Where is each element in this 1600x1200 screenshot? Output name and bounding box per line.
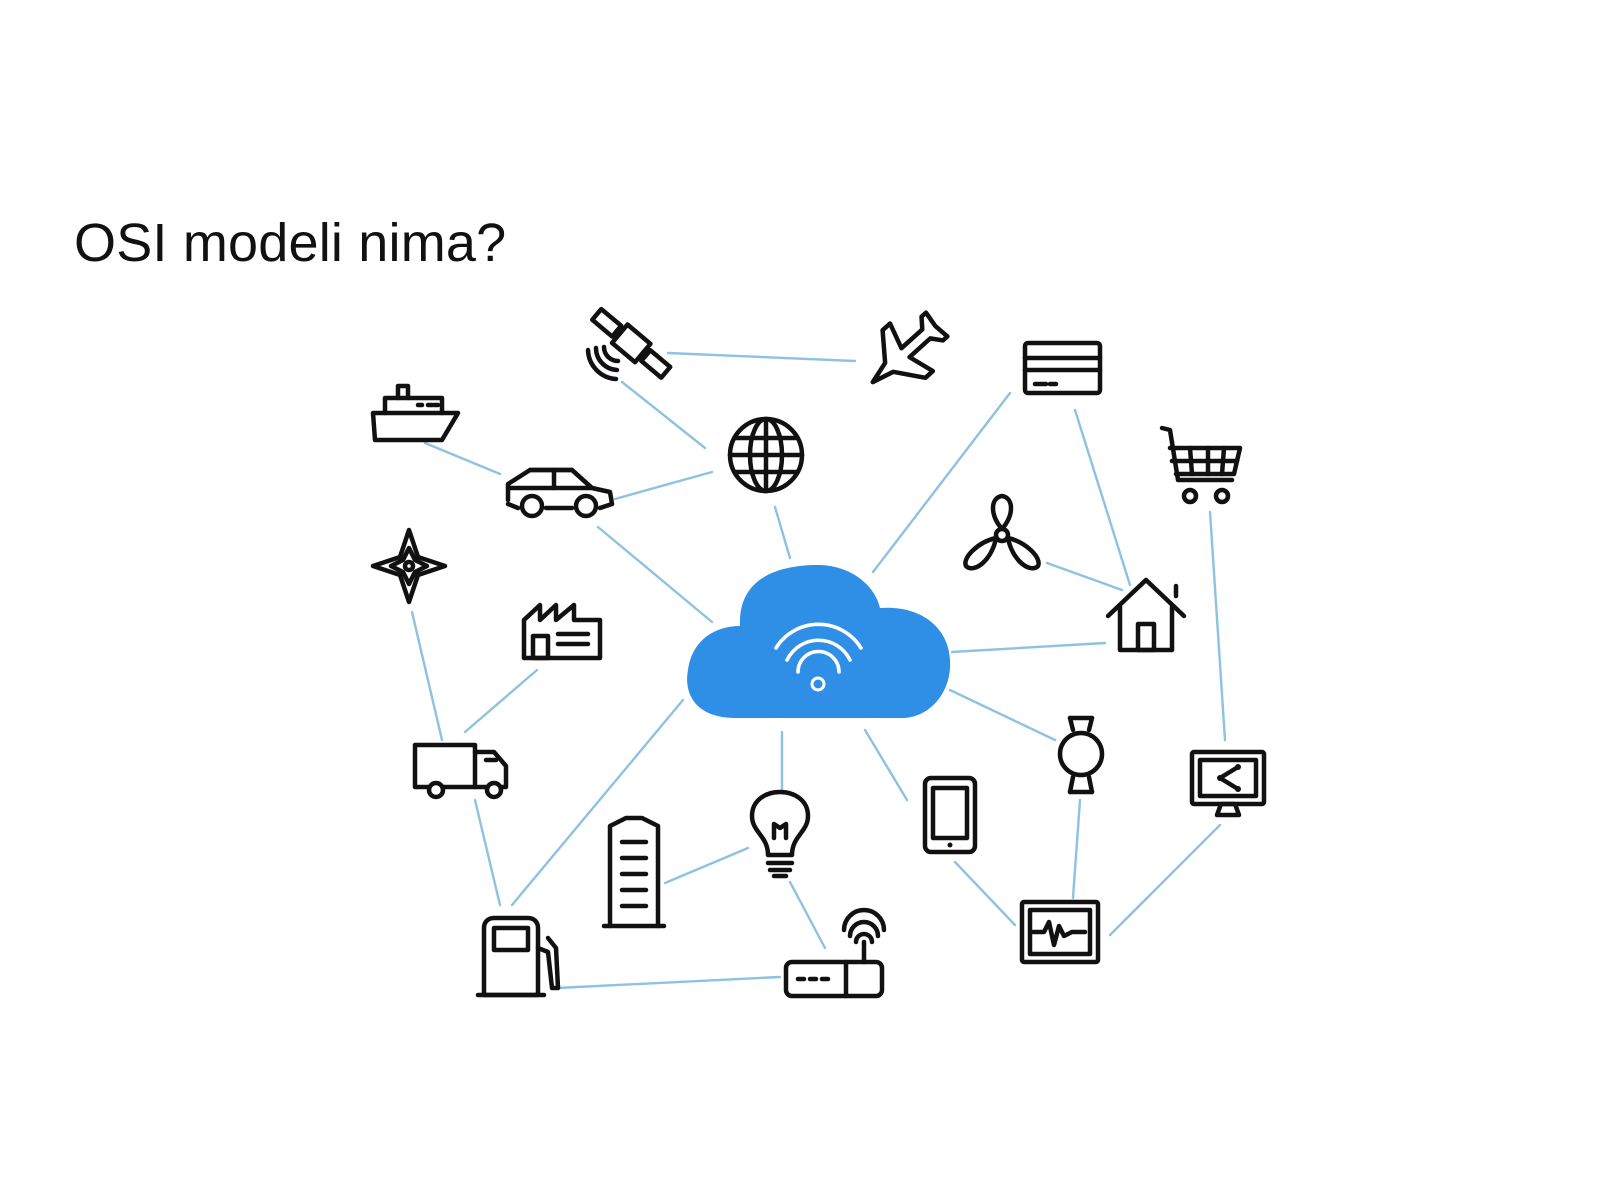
car-icon bbox=[505, 467, 615, 519]
connector-line bbox=[463, 668, 539, 734]
connector-line bbox=[1071, 798, 1082, 900]
satellite-signal-icon bbox=[585, 344, 621, 382]
connector-line bbox=[596, 525, 714, 624]
connector-line bbox=[666, 351, 857, 363]
connector-line bbox=[1073, 408, 1132, 587]
airplane-icon bbox=[870, 310, 950, 385]
slide-title: OSI modeli nima? bbox=[74, 213, 507, 273]
connector-line bbox=[788, 880, 827, 950]
connector-line bbox=[1108, 823, 1222, 937]
truck-icon bbox=[412, 742, 509, 800]
monitor-share-icon bbox=[1189, 749, 1267, 818]
connector-line bbox=[950, 641, 1107, 654]
connector-line bbox=[620, 380, 707, 450]
connector-line bbox=[555, 975, 782, 990]
cloud-wifi-icon bbox=[687, 565, 951, 718]
tablet-icon bbox=[922, 775, 978, 855]
globe-icon bbox=[727, 416, 805, 494]
compass-icon bbox=[370, 527, 448, 605]
connector-line bbox=[663, 846, 750, 885]
connector-line bbox=[510, 698, 685, 907]
credit-card-icon bbox=[1022, 340, 1103, 396]
connector-line bbox=[410, 610, 444, 742]
connector-lines bbox=[410, 351, 1227, 990]
connector-line bbox=[871, 391, 1012, 574]
satellite-icon bbox=[590, 306, 673, 380]
connector-line bbox=[773, 505, 792, 560]
ship-icon bbox=[370, 383, 461, 443]
building-icon bbox=[601, 815, 667, 929]
connector-line bbox=[863, 728, 909, 802]
shopping-cart-icon bbox=[1159, 425, 1243, 505]
factory-icon bbox=[521, 602, 603, 661]
connector-line bbox=[1208, 510, 1227, 742]
router-icon bbox=[783, 907, 887, 999]
lightbulb-icon bbox=[749, 789, 811, 879]
connector-line bbox=[423, 441, 502, 476]
smartwatch-icon bbox=[1057, 715, 1105, 795]
connector-line bbox=[948, 688, 1057, 742]
house-icon bbox=[1105, 577, 1187, 653]
heart-monitor-icon bbox=[1019, 899, 1101, 965]
connector-line bbox=[613, 470, 714, 501]
fan-icon bbox=[963, 493, 1041, 571]
connector-line bbox=[953, 860, 1017, 927]
connector-line bbox=[1045, 561, 1124, 592]
connector-line bbox=[473, 798, 502, 907]
fuel-pump-icon bbox=[475, 915, 561, 998]
